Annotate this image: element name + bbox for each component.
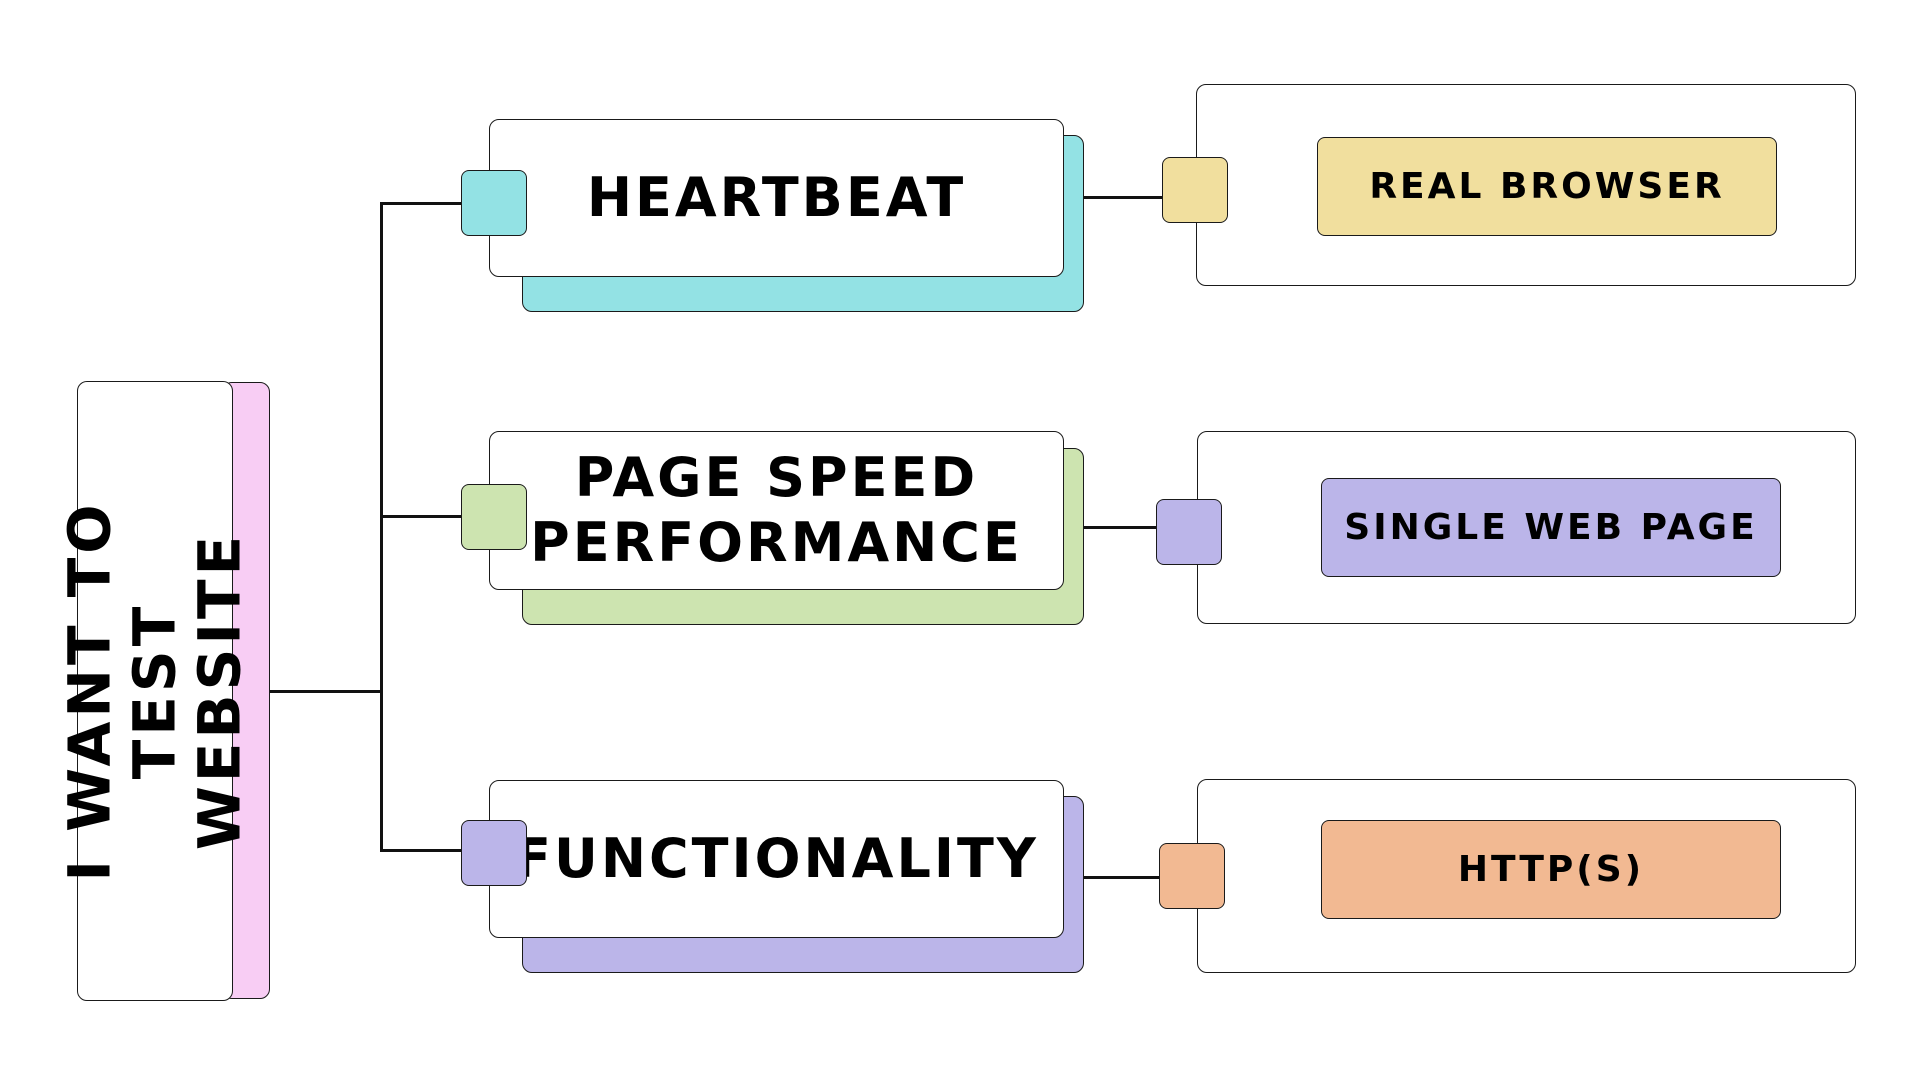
branch-connector-functionality [380, 849, 462, 852]
page-speed-card: PAGE SPEED PERFORMANCE [489, 431, 1064, 590]
trunk-connector [380, 202, 383, 851]
functionality-label: FUNCTIONALITY [514, 826, 1039, 890]
root-label-line2: WEBSITE [185, 531, 254, 851]
https-pill: HTTP(S) [1321, 820, 1781, 919]
https-label: HTTP(S) [1457, 848, 1645, 890]
single-web-page-pill: SINGLE WEB PAGE [1321, 478, 1781, 577]
heartbeat-tab [461, 170, 527, 236]
page-speed-label-line1: PAGE SPEED [574, 445, 979, 509]
functionality-option-connector [1084, 876, 1163, 879]
page-speed-label-line2: PERFORMANCE [530, 510, 1023, 574]
https-tab [1159, 843, 1225, 909]
root-label-line1: I WANT TO TEST [55, 500, 189, 882]
functionality-tab [461, 820, 527, 886]
page-speed-tab [461, 484, 527, 550]
functionality-card: FUNCTIONALITY [489, 780, 1064, 938]
heartbeat-card: HEARTBEAT [489, 119, 1064, 277]
single-web-page-tab [1156, 499, 1222, 565]
root-node-label: I WANT TO TEST WEBSITE [55, 411, 254, 971]
heartbeat-option-connector [1084, 196, 1165, 199]
root-connector [270, 690, 381, 693]
single-web-page-label: SINGLE WEB PAGE [1344, 506, 1758, 548]
branch-connector-heartbeat [380, 202, 462, 205]
page-speed-option-connector [1084, 526, 1160, 529]
root-node: I WANT TO TEST WEBSITE [56, 381, 253, 1001]
heartbeat-label: HEARTBEAT [586, 165, 967, 229]
real-browser-tab [1162, 157, 1228, 223]
branch-connector-page-speed [380, 515, 462, 518]
real-browser-pill: REAL BROWSER [1317, 137, 1777, 236]
real-browser-label: REAL BROWSER [1369, 165, 1725, 207]
